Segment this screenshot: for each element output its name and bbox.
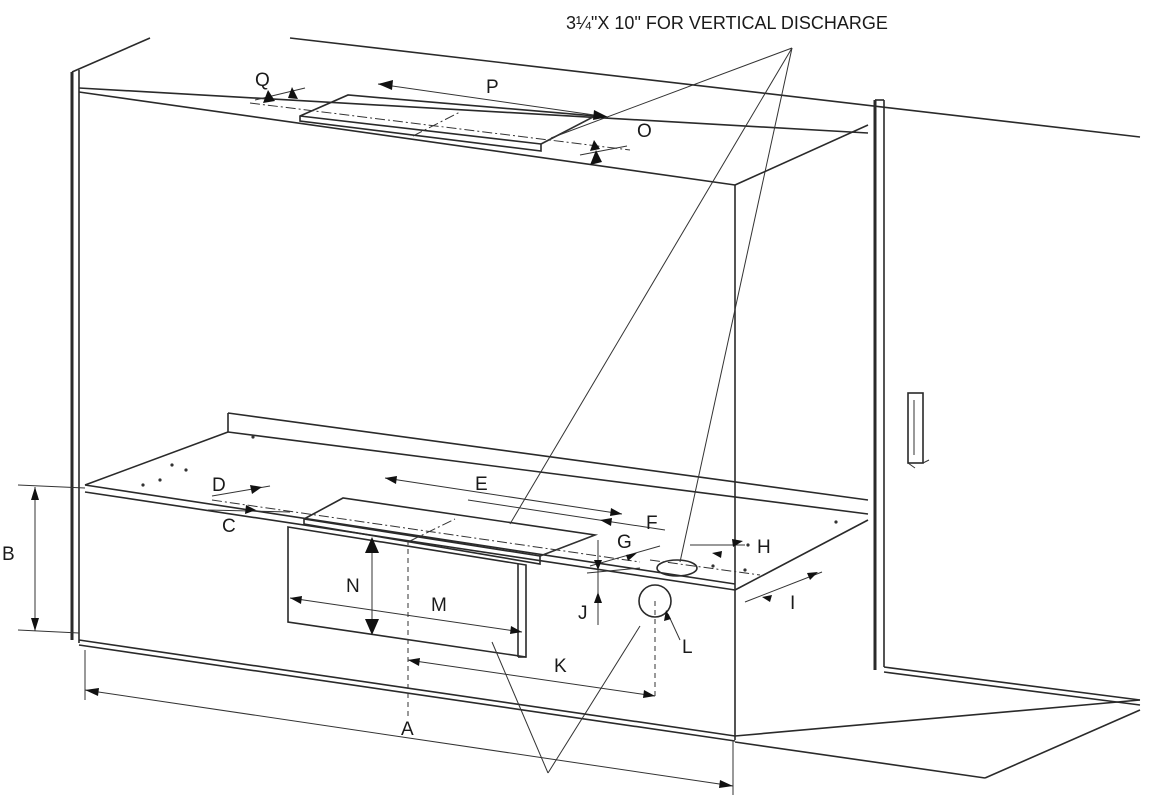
label-p: P bbox=[486, 77, 499, 98]
label-q: Q bbox=[255, 70, 270, 91]
door-handle bbox=[907, 392, 930, 469]
label-j: J bbox=[578, 603, 588, 624]
label-n: N bbox=[346, 576, 360, 597]
label-m: M bbox=[431, 595, 447, 616]
front-opening bbox=[287, 526, 527, 658]
side-panel bbox=[734, 99, 1141, 779]
mounting-holes bbox=[141, 435, 838, 572]
base-unit bbox=[78, 412, 869, 742]
label-i: I bbox=[790, 593, 795, 614]
label-h: H bbox=[757, 537, 771, 558]
rear-discharge-hole bbox=[649, 559, 761, 577]
label-d: D bbox=[212, 475, 226, 496]
callout-leaders bbox=[491, 47, 793, 774]
label-e: E bbox=[475, 474, 488, 495]
dimension-lines bbox=[17, 80, 823, 795]
label-f: F bbox=[646, 513, 658, 534]
label-a: A bbox=[401, 719, 414, 740]
label-g: G bbox=[617, 532, 632, 553]
label-c: C bbox=[222, 516, 236, 537]
upper-cabinet bbox=[70, 37, 1141, 740]
label-o: O bbox=[637, 121, 652, 142]
discharge-note: 3¼"X 10" FOR VERTICAL DISCHARGE bbox=[566, 13, 888, 33]
top-vent-opening bbox=[249, 94, 631, 152]
label-b: B bbox=[2, 544, 15, 565]
side-knockout bbox=[638, 584, 672, 618]
label-k: K bbox=[554, 656, 567, 677]
label-l: L bbox=[682, 637, 693, 658]
bottom-vent-opening bbox=[211, 497, 641, 565]
